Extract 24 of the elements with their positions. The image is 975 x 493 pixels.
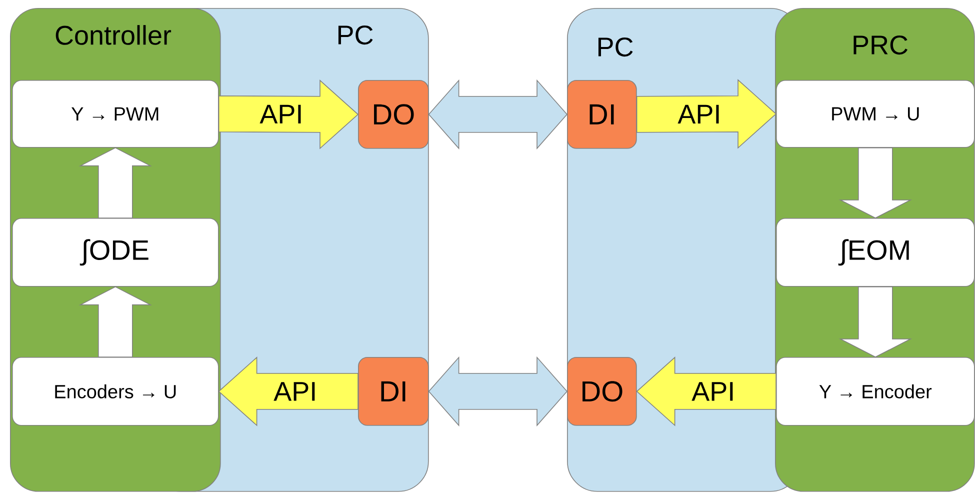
process-box: Y → PWM [12,80,219,148]
block-arrow [838,147,912,218]
port-box: DO [567,357,637,426]
block-arrow [636,356,776,426]
process-box: Encoders → U [12,357,219,426]
double-arrow [428,79,568,150]
process-box: ∫EOM [776,218,975,287]
block-arrow [636,79,777,149]
block-arrow [218,356,358,426]
block-arrow [78,286,152,358]
edge-label: API [678,104,719,124]
edge-label: API [692,382,733,401]
port-box: DI [567,80,637,149]
process-box: ∫ODE [12,218,219,287]
block-arrow [78,147,152,218]
process-box: PWM → U [776,80,975,148]
process-box: Y → Encoder [776,357,975,426]
port-box: DO [358,80,429,149]
block-arrow [218,80,359,150]
port-box: DI [358,357,429,426]
double-arrow [428,356,568,426]
block-arrow [838,286,912,358]
edge-label: API [260,104,301,124]
edge-label: API [274,382,315,401]
